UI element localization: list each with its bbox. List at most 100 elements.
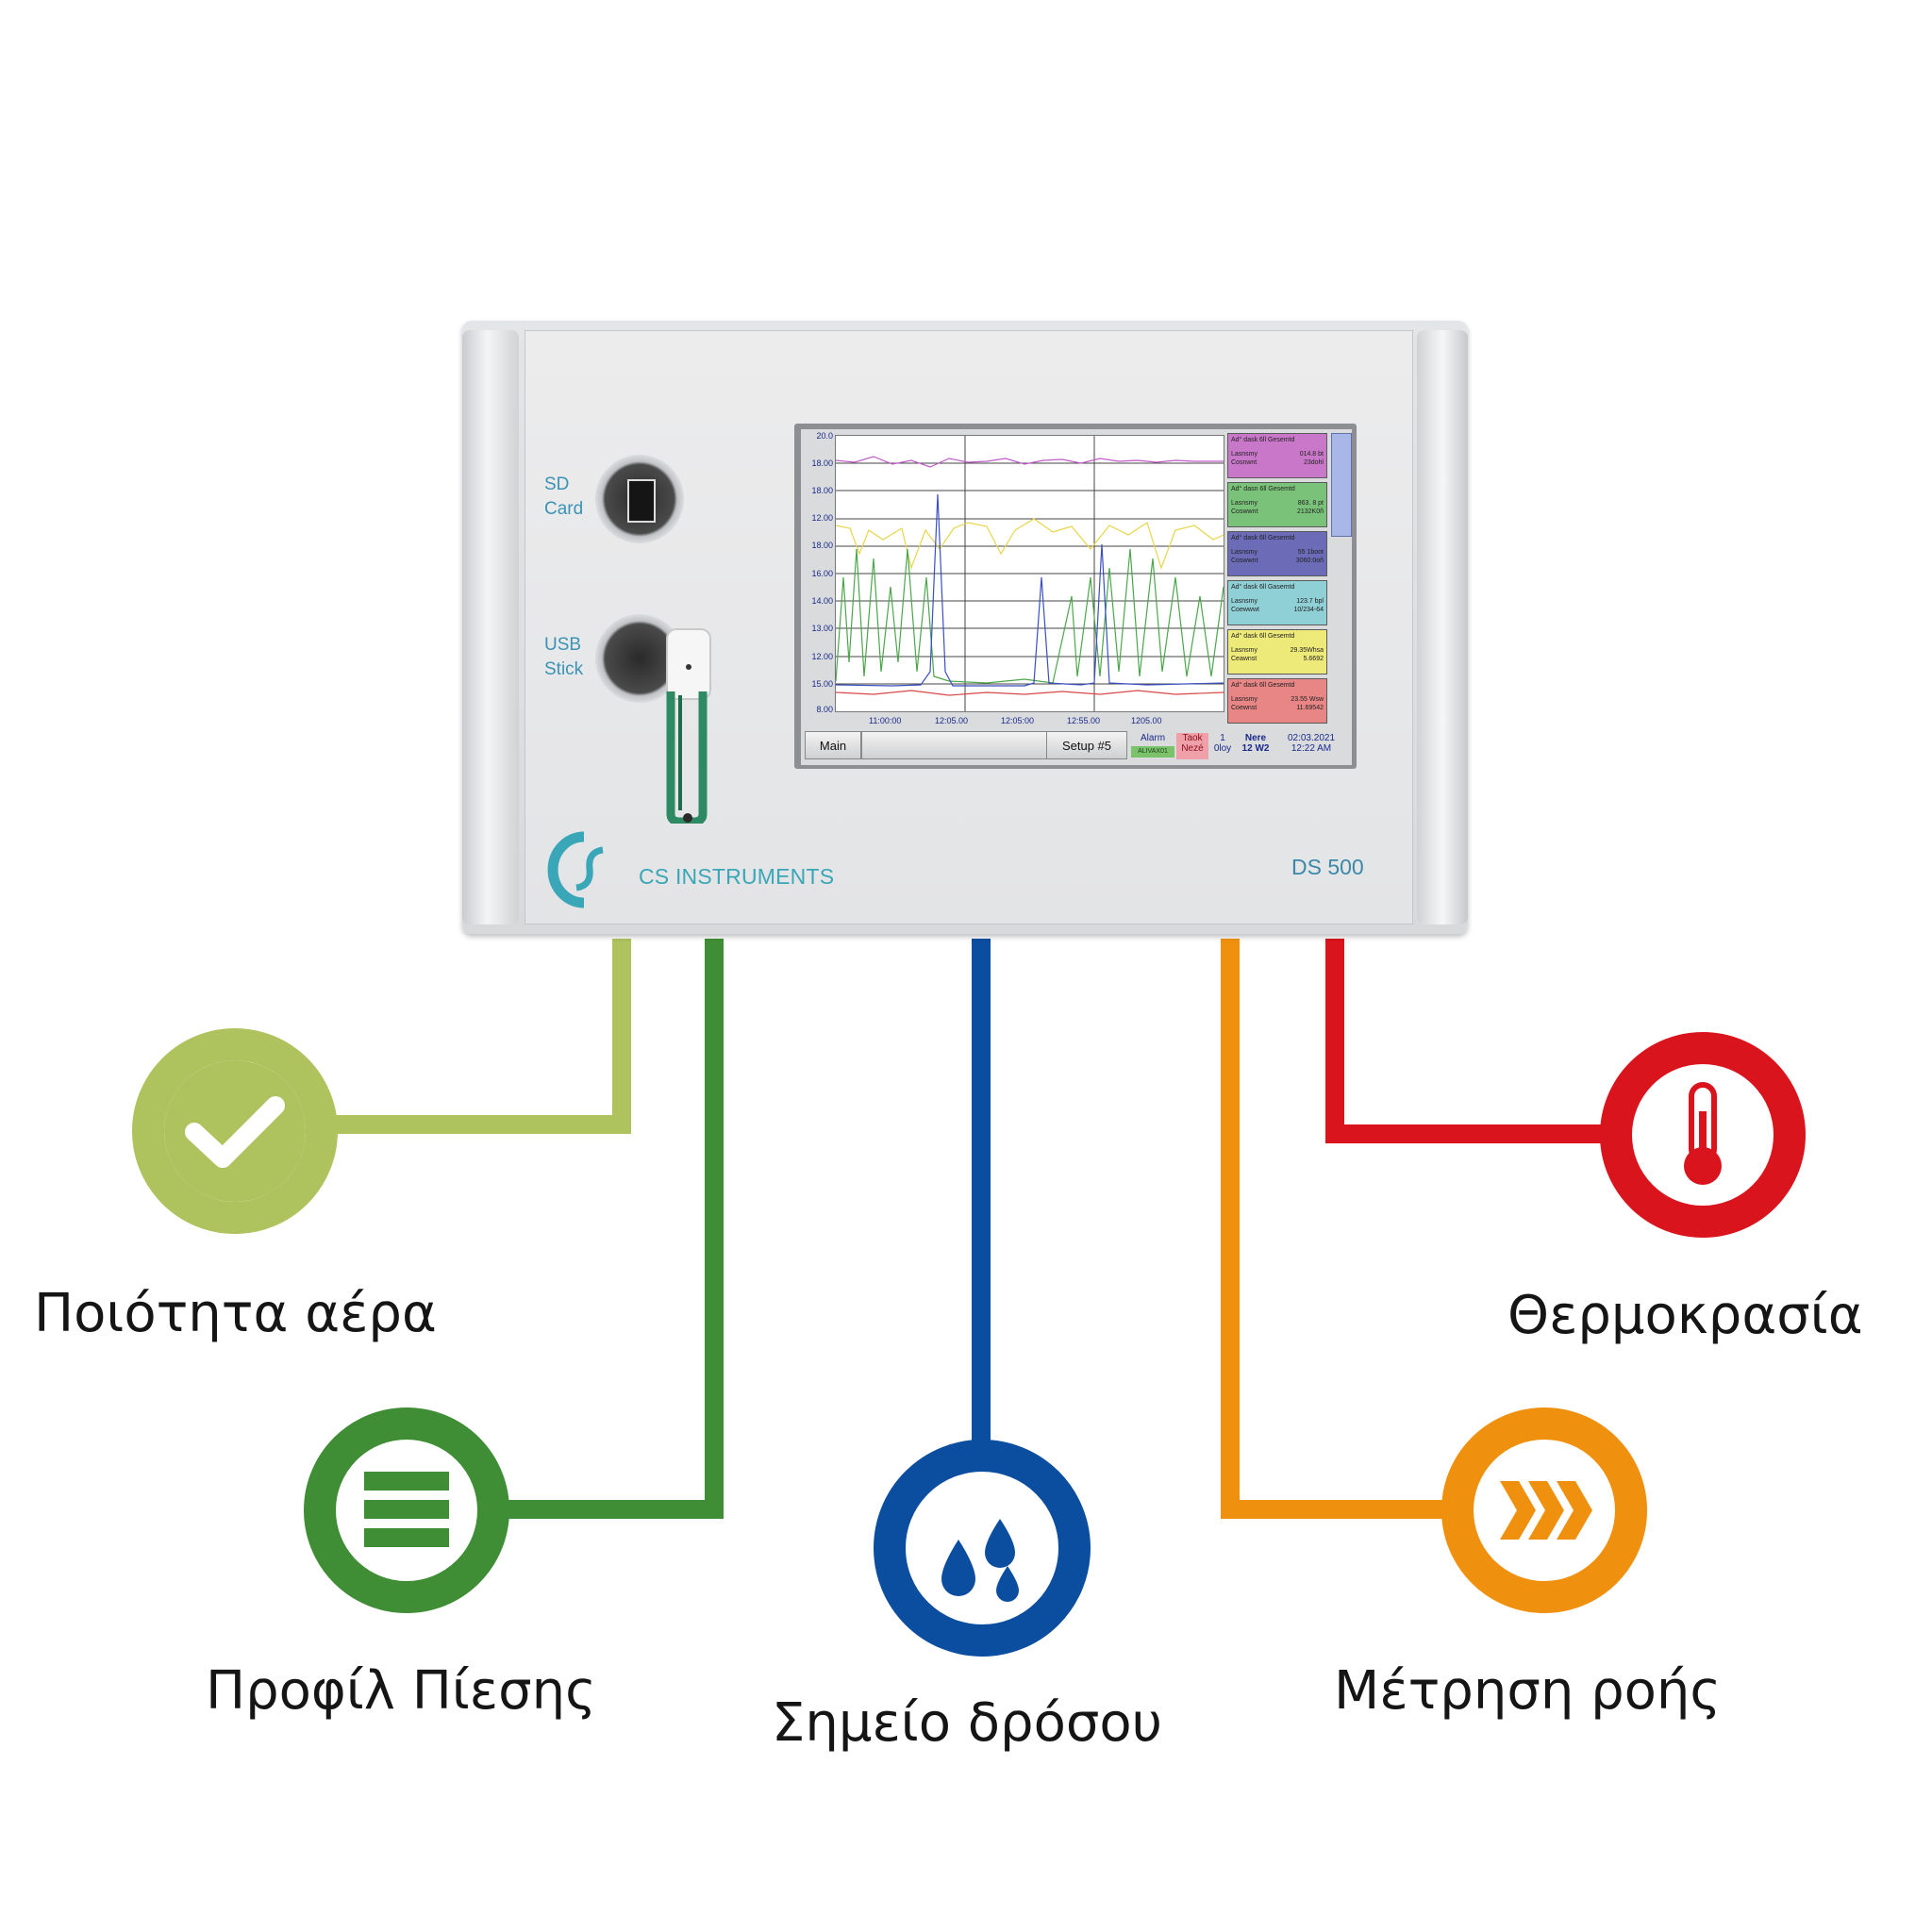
sd-label-line-2: Card bbox=[544, 499, 584, 519]
y-tick: 15.00 bbox=[811, 679, 833, 689]
series-red bbox=[835, 690, 1224, 696]
flow-chevrons-icon bbox=[1500, 1481, 1592, 1540]
channel-card-title: Ad° dask 6ll Gesemtd bbox=[1231, 535, 1295, 541]
trend-chart-graph bbox=[835, 436, 1224, 711]
channel-card-row: Coewnst 11.69542 bbox=[1231, 704, 1324, 712]
usb-stick-label: USB Stick bbox=[544, 633, 583, 682]
channel-card-title: Ad° dask 6ll Gesemtd bbox=[1231, 682, 1295, 689]
channel-card-label: Lasnsmy bbox=[1231, 500, 1258, 507]
y-tick: 13.00 bbox=[811, 624, 833, 633]
flow-line bbox=[1221, 939, 1453, 1519]
alarm-status[interactable]: Alarm bbox=[1140, 733, 1166, 743]
series-blue bbox=[835, 493, 1224, 687]
cs-logo-icon bbox=[547, 831, 604, 908]
air-quality-label: Ποιότητα αέρα bbox=[34, 1283, 437, 1344]
pressure-line bbox=[498, 939, 724, 1519]
channel-card-value: 014.8 bt bbox=[1299, 451, 1324, 458]
channel-card-label: Coswwnt bbox=[1231, 558, 1258, 564]
usb-stick-icon[interactable] bbox=[659, 625, 725, 824]
channel-card-label: Lasnsmy bbox=[1231, 647, 1258, 654]
y-tick: 20.0 bbox=[816, 431, 833, 441]
y-tick: 18.00 bbox=[811, 541, 833, 550]
channel-card-label: Coewwwt bbox=[1231, 607, 1259, 613]
y-tick: 18.00 bbox=[811, 458, 833, 468]
series-yellow bbox=[835, 518, 1224, 571]
channel-card-value: 23.55 Wsw bbox=[1291, 696, 1324, 703]
trend-chart bbox=[835, 435, 1224, 712]
channel-card-label: Lasnsmy bbox=[1231, 549, 1258, 556]
sd-label-line-1: SD bbox=[544, 475, 570, 494]
x-tick: 12:05.00 bbox=[935, 716, 969, 725]
channel-card-row: Lasnsmy 55 1boot bbox=[1231, 548, 1324, 557]
pressure-label: Προφίλ Πίεσης bbox=[206, 1660, 596, 1722]
status-olay-value: 0loy bbox=[1213, 743, 1232, 754]
main-button[interactable]: Main bbox=[805, 731, 861, 759]
usb-label-line-2: Stick bbox=[544, 659, 584, 679]
sd-card-label: SD Card bbox=[544, 473, 583, 522]
usb-label-line-1: USB bbox=[544, 635, 582, 655]
x-tick: 12:05:00 bbox=[1001, 716, 1035, 725]
channel-card-value: 23dohl bbox=[1303, 459, 1324, 466]
channel-card-title: Ad° dask 6ll Gesemtd bbox=[1231, 437, 1295, 443]
time-value: 12:22 AM bbox=[1291, 743, 1332, 754]
y-tick: 8.00 bbox=[816, 705, 833, 714]
series-magenta bbox=[835, 456, 1224, 468]
channel-card-title: Ad° dask 6ll Gesemtd bbox=[1231, 633, 1295, 640]
x-tick: 12:55.00 bbox=[1067, 716, 1101, 725]
housing-left-side bbox=[462, 330, 519, 924]
pressure-bars-icon bbox=[364, 1472, 449, 1547]
channel-card-row: Lasnsmy 23.55 Wsw bbox=[1231, 695, 1324, 704]
date-value: 02:03.2021 bbox=[1287, 733, 1336, 743]
channel-card-row: Lasnsmy 014.8 bt bbox=[1231, 450, 1324, 458]
thermometer-icon bbox=[1684, 1082, 1722, 1185]
y-tick: 12.00 bbox=[811, 513, 833, 523]
alarm-indicator: ALIVAX01 bbox=[1131, 746, 1174, 758]
channel-scrollbar[interactable] bbox=[1331, 433, 1352, 537]
flow-label: Μέτρηση ροής bbox=[1334, 1660, 1722, 1722]
status-one: 1 0loy bbox=[1210, 733, 1235, 754]
setup-button[interactable]: Setup #5 bbox=[1046, 731, 1127, 759]
channel-card-label: Coewnst bbox=[1231, 705, 1257, 711]
temperature-badge bbox=[1600, 1032, 1806, 1238]
ds500-device: SD Card USB Stick CS INSTRUMENTS DS 500 bbox=[462, 321, 1468, 934]
temperature-label: Θερμοκρασία bbox=[1507, 1285, 1863, 1346]
channel-card-value: 55 1boot bbox=[1297, 549, 1324, 556]
channel-card-value: 5.6692 bbox=[1303, 656, 1324, 662]
channel-card-label: Lasnsmy bbox=[1231, 696, 1258, 703]
dewpoint-badge bbox=[874, 1440, 1091, 1657]
taok-status: Taok Nezé bbox=[1176, 733, 1208, 759]
status-nere: Nere 12 W2 bbox=[1235, 733, 1276, 754]
channel-card-value: 11.69542 bbox=[1296, 705, 1324, 711]
channel-card-label: Cosnwnt bbox=[1231, 459, 1257, 466]
temperature-line bbox=[1325, 939, 1604, 1143]
y-tick: 16.00 bbox=[811, 569, 833, 578]
channel-card-value: 2132K0ñ bbox=[1296, 508, 1324, 515]
channel-card-label: Lasnsmy bbox=[1231, 451, 1258, 458]
series-green bbox=[835, 548, 1224, 684]
model-name: DS 500 bbox=[1291, 855, 1364, 879]
y-tick: 14.00 bbox=[811, 596, 833, 606]
sd-card-slot[interactable] bbox=[595, 455, 684, 543]
empty-button[interactable] bbox=[861, 731, 1059, 759]
sd-slot-opening bbox=[627, 479, 656, 523]
channel-card-title: Ad° dasn 6ll Gesemtd bbox=[1231, 486, 1295, 492]
channel-card-label: Lasnsmy bbox=[1231, 598, 1258, 605]
status-one-value: 1 bbox=[1220, 733, 1225, 743]
flow-badge bbox=[1441, 1407, 1647, 1613]
status-w-value: 12 W2 bbox=[1241, 743, 1270, 754]
channel-card-value: 863. 8 pt bbox=[1297, 500, 1324, 507]
housing-right-side bbox=[1417, 330, 1468, 924]
droplets-icon bbox=[941, 1519, 1019, 1602]
